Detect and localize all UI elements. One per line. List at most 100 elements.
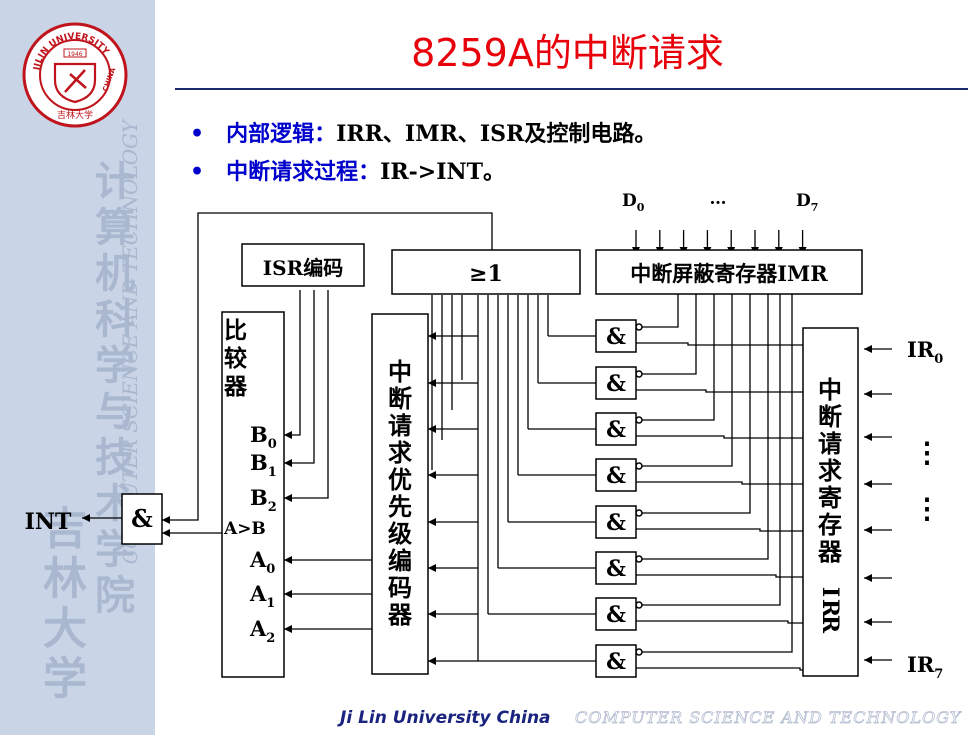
or-gate-label: ≥1 xyxy=(469,261,503,287)
irr-to-gate-wire xyxy=(636,528,803,532)
int-label: INT xyxy=(25,509,72,535)
footer-department: COMPUTER SCIENCE AND TECHNOLOGY xyxy=(575,708,962,728)
imr-mask-wire xyxy=(640,294,781,606)
isr-encoder-label: ISR编码 xyxy=(263,256,343,280)
irr-to-gate-wire xyxy=(636,389,803,393)
imr-mask-wire xyxy=(640,294,793,653)
imr-mask-wire xyxy=(640,294,751,514)
logo-year: 1946 xyxy=(67,51,82,58)
irr-char: 断 xyxy=(818,402,842,431)
bullet-label: 内部逻辑： xyxy=(226,121,337,147)
and-gate-box xyxy=(595,551,637,585)
irr-char: I xyxy=(817,587,843,597)
data-input-d0-label: D0 xyxy=(622,191,645,214)
sidebar-school-name: 吉林大学 xyxy=(35,505,86,705)
priority-encoder-char: 优 xyxy=(388,465,412,494)
and-gate-box xyxy=(595,458,637,492)
logo-bottom-text: 吉林大学 xyxy=(57,109,93,121)
comparator-title-char: 器 xyxy=(223,373,248,400)
comparator-title-char: 比 xyxy=(224,317,247,344)
bullet-item: • 中断请求过程：IR->INT。 xyxy=(190,154,505,186)
imr-mask-wire xyxy=(640,294,679,328)
page-title: 8259A的中断请求 xyxy=(411,31,724,75)
priority-encoder-char: 编 xyxy=(388,546,412,575)
imr-box xyxy=(595,249,863,295)
ir7-label: IR7 xyxy=(907,652,943,682)
bullet-dot: • xyxy=(190,121,205,147)
int-and-gate-box xyxy=(121,493,163,545)
and-gate-box xyxy=(595,319,637,353)
irr-char: 器 xyxy=(817,537,843,566)
inverter-bubble xyxy=(635,555,643,563)
irr-to-gate-wire xyxy=(636,342,803,346)
university-seal-logo: JILIN UNIVERSITY CHINA 1946 吉林大学 xyxy=(22,22,128,128)
comparator-box xyxy=(221,311,285,678)
irr-to-gate-wire xyxy=(636,481,803,485)
and-gate-label: & xyxy=(606,371,626,397)
bullet-label: 中断请求过程： xyxy=(226,159,381,185)
irr-to-gate-wire xyxy=(636,667,803,671)
priority-encoder-char: 求 xyxy=(388,438,412,467)
and-gate-label: & xyxy=(606,510,626,536)
and-gate-label: & xyxy=(606,602,626,628)
isr-b1-wire xyxy=(284,290,315,467)
inverter-bubble xyxy=(635,509,643,517)
irr-char: 请 xyxy=(818,429,842,458)
priority-encoder-char: 先 xyxy=(388,492,412,521)
priority-encoder-char: 器 xyxy=(387,600,413,629)
priority-encoder-box xyxy=(371,313,429,675)
ir-vertical-ellipsis: ⋮ xyxy=(913,492,941,525)
ir-vertical-ellipsis: ⋮ xyxy=(913,436,941,469)
priority-encoder-char: 级 xyxy=(388,519,412,548)
isr-encoder-box xyxy=(241,243,365,287)
priority-encoder-char: 码 xyxy=(388,573,412,602)
isr-b0-wire xyxy=(284,290,301,439)
comparator-input-label: A>B xyxy=(223,519,266,539)
and-gate-box xyxy=(595,597,637,631)
inverter-bubble xyxy=(635,323,643,331)
data-input-ellipsis: … xyxy=(710,189,727,209)
inverter-bubble xyxy=(635,370,643,378)
bullet-item: • 内部逻辑：IRR、IMR、ISR及控制电路。 xyxy=(190,116,656,148)
irr-char: 寄 xyxy=(818,483,842,512)
irr-char: 中 xyxy=(818,375,842,404)
priority-encoder-char: 请 xyxy=(388,411,412,440)
inverter-bubble xyxy=(635,648,643,656)
priority-encoder-char: 中 xyxy=(388,357,412,386)
irr-char: R xyxy=(817,615,843,634)
irr-to-gate-wire xyxy=(636,620,803,624)
inverter-bubble xyxy=(635,462,643,470)
and-gate-label: & xyxy=(606,463,626,489)
feedback-wire xyxy=(162,212,493,524)
comparator-title-char: 较 xyxy=(224,345,247,372)
bullet-body: IRR、IMR、ISR及控制电路。 xyxy=(336,121,657,147)
and-gate-label: & xyxy=(606,324,626,350)
inverter-bubble xyxy=(635,416,643,424)
bullet-dot: • xyxy=(190,159,205,185)
title-divider xyxy=(175,88,968,90)
and-gate-box xyxy=(595,366,637,400)
irr-char: 存 xyxy=(818,510,842,539)
or-gate-box xyxy=(391,249,581,295)
sidebar: JILIN UNIVERSITY CHINA 1946 吉林大学 吉林大学 计算… xyxy=(0,0,155,735)
irr-char: R xyxy=(817,599,843,618)
and-gate-label: & xyxy=(606,556,626,582)
and-gate-box xyxy=(595,412,637,446)
irr-to-gate-wire xyxy=(636,574,803,578)
inverter-bubble xyxy=(635,601,643,609)
and-gate-label: & xyxy=(606,417,626,443)
footer-university: Ji Lin University China xyxy=(340,708,551,728)
irr-box xyxy=(802,327,859,677)
int-and-gate-label: & xyxy=(131,504,153,533)
irr-char: 求 xyxy=(818,456,842,485)
imr-mask-wire xyxy=(640,294,769,560)
imr-mask-wire xyxy=(640,294,733,467)
irr-to-gate-wire xyxy=(636,435,803,439)
imr-label: 中断屏蔽寄存器IMR xyxy=(630,261,828,286)
bullet-body: IR->INT。 xyxy=(380,159,505,185)
data-input-d7-label: D7 xyxy=(796,191,818,214)
imr-mask-wire xyxy=(640,294,697,375)
priority-encoder-char: 断 xyxy=(388,384,412,413)
imr-mask-wire xyxy=(640,294,715,421)
